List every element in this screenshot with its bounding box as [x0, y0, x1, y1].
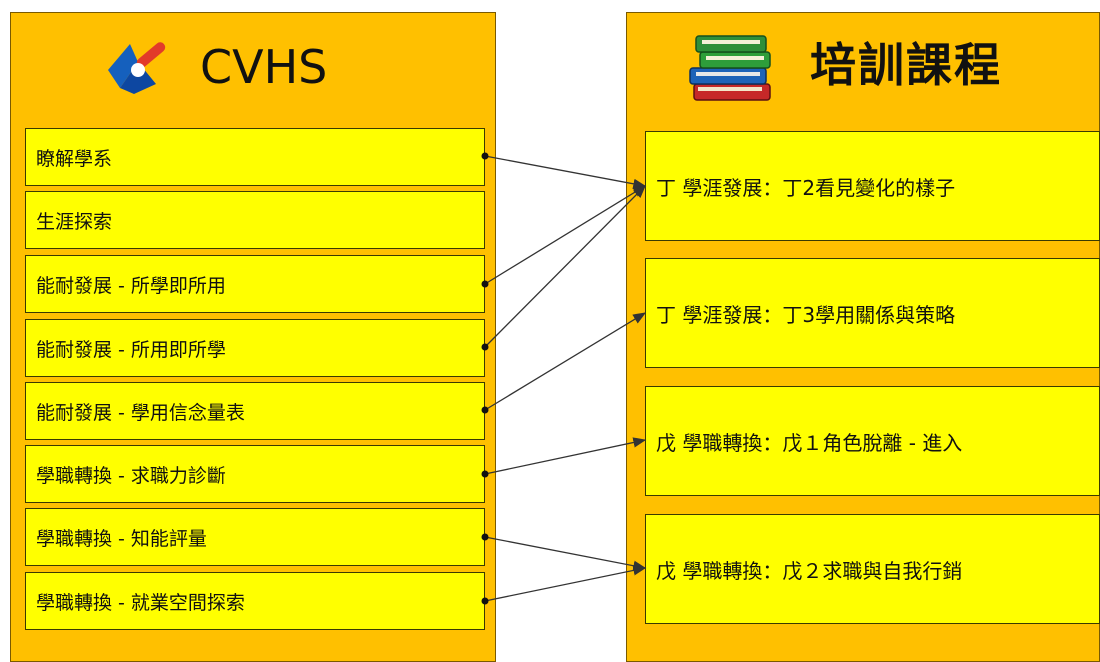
connector-arrow — [484, 565, 647, 602]
right-item-2: 丁 學涯發展：丁3學用關係與策略 — [645, 258, 1100, 368]
connector-dot — [481, 597, 489, 605]
connector-layer — [481, 152, 647, 605]
right-title: 培訓課程 — [810, 38, 1002, 92]
books-icon — [689, 35, 771, 101]
connector-arrow — [484, 185, 646, 348]
left-item-2: 生涯探索 — [25, 191, 485, 249]
connector-dot — [481, 152, 489, 160]
right-item-1: 丁 學涯發展：丁2看見變化的樣子 — [645, 131, 1100, 241]
connector-arrow — [484, 185, 647, 285]
left-title: CVHS — [200, 40, 328, 94]
left-item-1: 瞭解學系 — [25, 128, 485, 186]
connector-arrow — [484, 437, 647, 475]
left-item-7: 學職轉換 - 知能評量 — [25, 508, 485, 566]
right-item-3: 戊 學職轉換：戊１角色脫離 - 進入 — [645, 386, 1100, 496]
left-item-6: 學職轉換 - 求職力診斷 — [25, 445, 485, 503]
cvhs-logo-icon — [108, 42, 166, 94]
connector-dot — [481, 280, 489, 288]
connector-dot — [481, 406, 489, 414]
left-item-8: 學職轉換 - 就業空間探索 — [25, 572, 485, 630]
connector-dot — [481, 343, 489, 351]
connector-arrow — [484, 312, 647, 411]
left-item-4: 能耐發展 - 所用即所學 — [25, 319, 485, 377]
connector-dot — [481, 533, 489, 541]
connector-dot — [481, 470, 489, 478]
connector-arrow — [484, 155, 647, 189]
right-item-4: 戊 學職轉換：戊２求職與自我行銷 — [645, 514, 1100, 624]
connector-arrow — [484, 536, 647, 571]
left-item-3: 能耐發展 - 所學即所用 — [25, 255, 485, 313]
